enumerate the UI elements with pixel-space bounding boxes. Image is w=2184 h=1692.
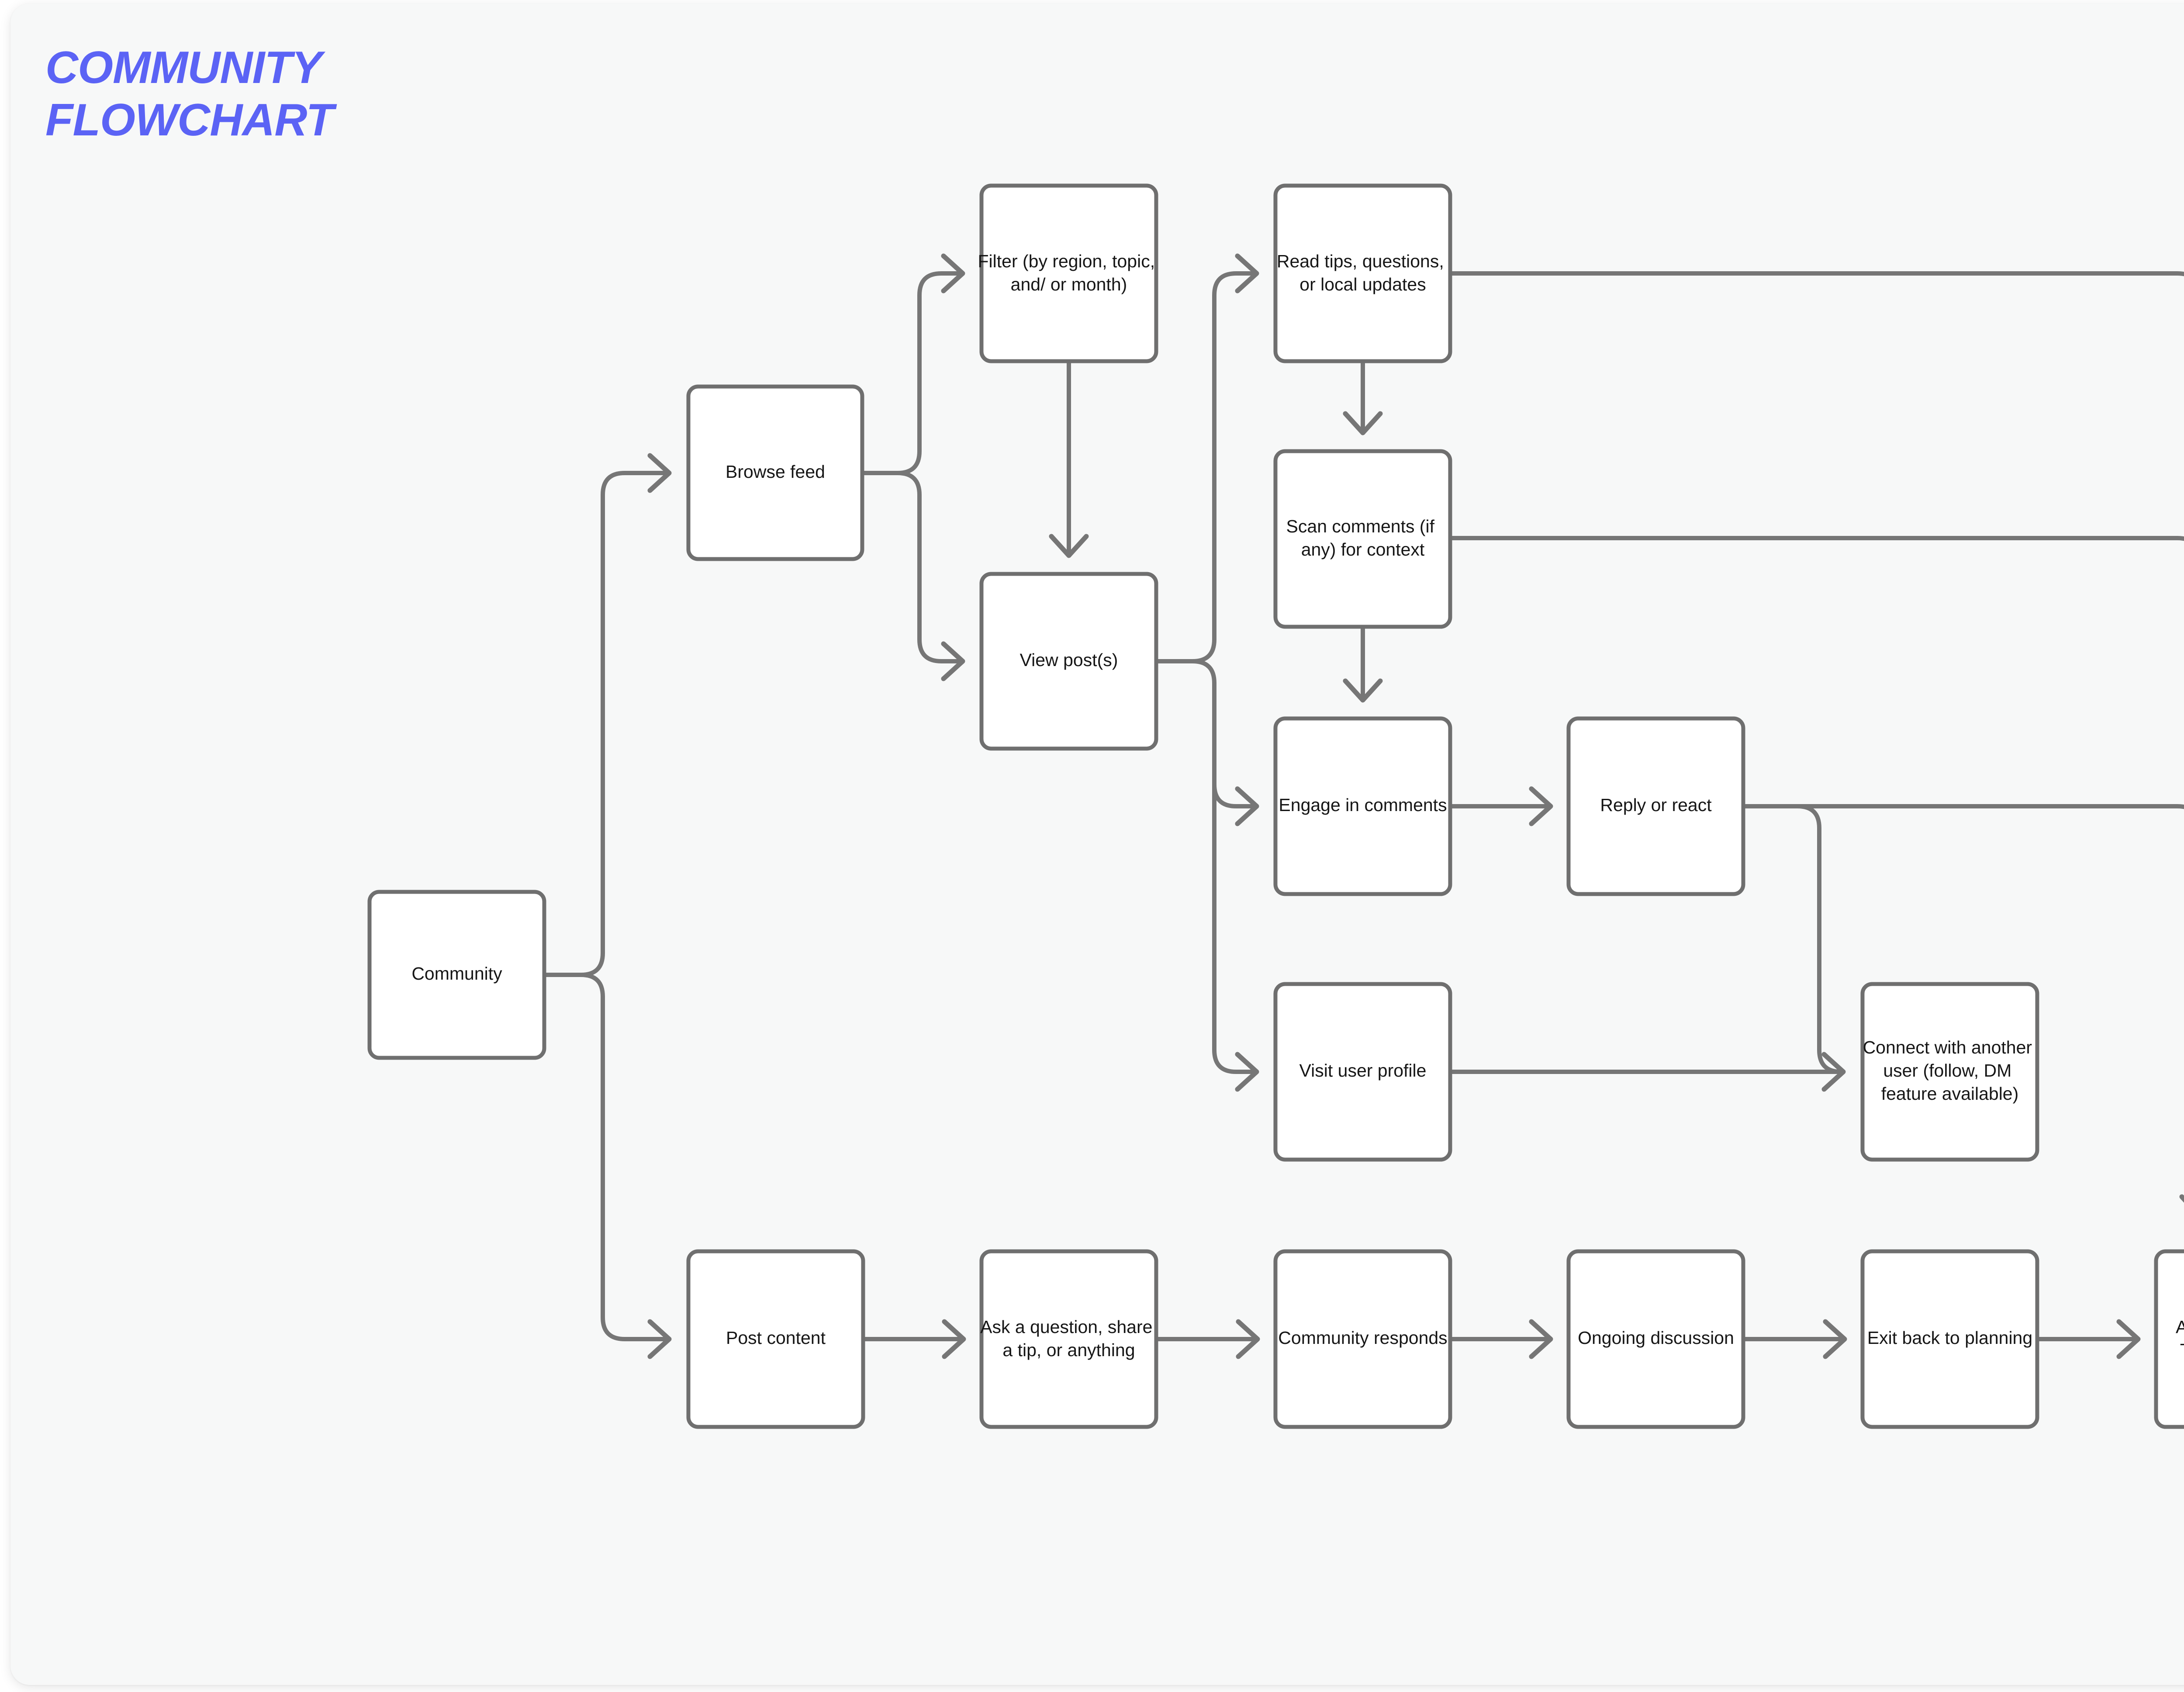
node-scan-comments[interactable]: Scan comments (if any) for context [1273,449,1452,629]
node-line-1: Filter (by region, topic, [978,251,1155,271]
edge-viewposts-to-engage [1190,659,1258,808]
node-line-1: Connect with another [1863,1037,2032,1057]
node-label-filter: Filter (by region, topic, and/ or month) [978,251,1160,294]
edge-community-split [542,471,670,977]
arrow-to-browse-feed [647,453,672,493]
node-ask-question[interactable]: Ask a question, share a tip, or anything [979,1249,1158,1429]
arrow-scan-to-engage [1343,678,1383,703]
node-label-connect-user: Connect with another user (follow, DM fe… [1863,1037,2037,1104]
node-line: View post(s) [1020,650,1118,670]
node-read-tips[interactable]: Read tips, questions, or local updates [1273,183,1452,363]
node-line-3: feature available) [1881,1084,2019,1104]
arrow-filter-to-view-posts [1049,534,1089,558]
node-filter[interactable]: Filter (by region, topic, and/ or month) [978,183,1160,363]
node-line: Browse feed [726,462,825,482]
node-line: Reply or react [1600,795,1712,815]
node-line-2: any) for context [1301,539,1425,559]
node-line-1: Read tips, questions, [1277,251,1444,271]
edge-viewposts-split [1154,271,1258,663]
arrow-ask-to-responds [1236,1319,1260,1359]
node-label-community-responds: Community responds [1278,1328,1447,1348]
node-line-2: and/ or month) [1011,274,1127,294]
arrow-to-engage [1235,786,1259,826]
arrow-post-to-ask [942,1319,966,1359]
node-line: Engage in comments [1279,795,1447,815]
node-line: Ongoing discussion [1578,1328,1734,1348]
node-exit-back-to-planning[interactable]: Exit back to planning [1860,1249,2039,1429]
arrow-to-visit-profile [1235,1052,1259,1092]
node-line: Community [411,963,502,984]
node-line-1: Scan comments (if [1286,516,1435,536]
node-label-scan-comments: Scan comments (if any) for context [1286,516,1440,559]
edge-reply-to-trunk [1795,804,2184,809]
node-line-2: or local updates [1299,274,1426,294]
arrow-to-read-tips [1235,253,1259,294]
node-browse-feed[interactable]: Browse feed [686,384,864,561]
edge-viewposts-to-visit-profile [1212,681,1258,1074]
arrow-to-view-posts [941,641,965,681]
node-line: Visit user profile [1299,1060,1427,1081]
node-line: Post content [726,1328,826,1348]
arrow-to-post-content [647,1319,672,1359]
node-line: Exit back to planning [1867,1328,2032,1348]
node-line: Community responds [1278,1328,1447,1348]
edge-browse-split [860,271,963,475]
edge-browse-to-viewposts [895,471,963,663]
node-line-2: user (follow, DM [1883,1060,2011,1081]
node-engage-in-comments[interactable]: Engage in comments [1273,716,1452,896]
node-community-responds[interactable]: Community responds [1273,1249,1452,1429]
node-label-view-posts: View post(s) [1020,650,1118,670]
edge-readtips-to-trunk [1448,271,2184,276]
edge-reply-to-connect [1741,804,1843,1074]
arrow-responds-to-ongoing [1529,1319,1553,1359]
arrow-ongoing-to-exit [1823,1319,1847,1359]
node-label-read-tips: Read tips, questions, or local updates [1277,251,1449,294]
node-post-content[interactable]: Post content [686,1249,865,1429]
edge-layer [542,253,2184,1359]
node-label-exit-planning: Exit back to planning [1867,1328,2032,1348]
node-label-browse-feed: Browse feed [726,462,825,482]
node-label-ongoing: Ongoing discussion [1578,1328,1734,1348]
node-label-reply-react: Reply or react [1600,795,1712,815]
node-reply-or-react[interactable]: Reply or react [1566,716,1745,896]
arrow-readtips-to-scan [1343,411,1383,435]
node-view-posts[interactable]: View post(s) [979,572,1158,751]
arrow-exit-to-apply [2116,1319,2141,1359]
arrow-engage-to-reply [1529,786,1553,826]
node-label-post-content: Post content [726,1328,826,1348]
node-label-apply-insights: Apply insights to TripList creation [2176,1317,2184,1360]
node-visit-user-profile[interactable]: Visit user profile [1273,982,1452,1162]
node-community[interactable]: Community [367,890,546,1060]
page-title: COMMUNITY FLOWCHART [45,42,334,145]
node-apply-insights[interactable]: Apply insights to TripList creation [2154,1249,2184,1429]
node-label-visit-profile: Visit user profile [1299,1060,1427,1081]
arrow-to-connect-user [1821,1052,1846,1092]
node-label-community: Community [411,963,502,984]
node-line-1: Ask a question, share [980,1317,1152,1337]
edge-community-to-post [579,973,670,1341]
node-line-1: Apply insights to [2176,1317,2184,1337]
node-line-2: TripList creation [2180,1340,2184,1360]
node-label-engage: Engage in comments [1279,795,1447,815]
node-connect-with-user[interactable]: Connect with another user (follow, DM fe… [1860,982,2039,1162]
edge-scan-to-trunk [1448,536,2184,541]
node-label-ask-question: Ask a question, share a tip, or anything [980,1317,1158,1360]
node-ongoing-discussion[interactable]: Ongoing discussion [1566,1249,1745,1429]
node-layer: Community Browse feed Filter (by region,… [367,183,2184,1429]
arrow-trunk-to-apply-insights [2179,1194,2184,1203]
arrow-to-filter [941,253,965,294]
node-line-2: a tip, or anything [1002,1340,1135,1360]
